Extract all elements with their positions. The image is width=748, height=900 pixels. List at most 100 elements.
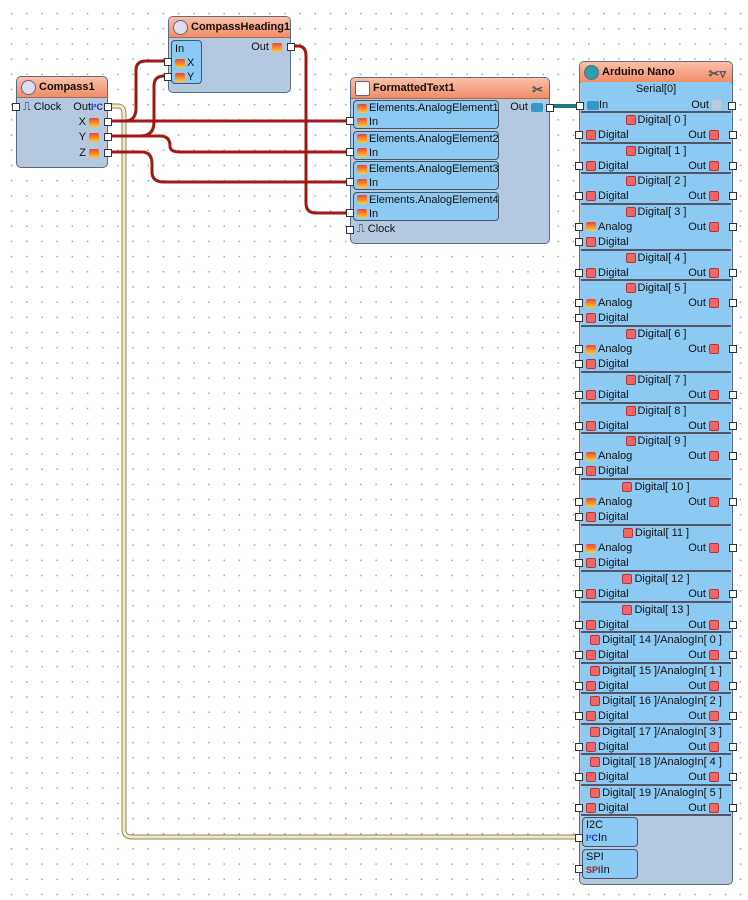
element-in-pin[interactable] <box>346 178 354 186</box>
digital-out-pin[interactable] <box>729 590 737 598</box>
digital-in-pin[interactable] <box>575 161 583 170</box>
heading-out-pin[interactable] <box>287 43 295 51</box>
digital-in-pin[interactable] <box>575 742 583 751</box>
digital-in-pin[interactable] <box>575 651 583 659</box>
digital-out-pin[interactable] <box>729 544 737 552</box>
heading-y-pin[interactable] <box>164 73 172 81</box>
digital-in-pin[interactable] <box>575 237 583 246</box>
digital-in-pin[interactable] <box>575 391 583 399</box>
digital-in-pin[interactable] <box>575 681 583 690</box>
serial-out-pin[interactable] <box>728 102 736 110</box>
digital-out-pin[interactable] <box>729 742 737 751</box>
out-label: Out <box>688 740 706 753</box>
arduino-icon <box>584 65 599 80</box>
digital-in-pin[interactable] <box>575 467 583 475</box>
pin-title-text: Digital[ 0 ] <box>637 114 687 126</box>
digital-out-pin[interactable] <box>729 803 737 812</box>
digital-in-pin[interactable] <box>575 773 583 781</box>
analog-icon <box>357 209 367 219</box>
serial-in-pin[interactable] <box>576 102 584 110</box>
wire-heading-formatted[interactable] <box>288 44 352 215</box>
analog-in-pin[interactable] <box>575 544 583 552</box>
compass-clock-pin[interactable] <box>12 103 20 111</box>
digital-label: Digital <box>598 358 629 370</box>
formatted-clock-pin[interactable] <box>346 226 354 234</box>
digital-pin-section: Digital[ 7 ]Out Digital <box>575 373 737 404</box>
digital-in-pin[interactable] <box>575 803 583 812</box>
element-in-pin[interactable] <box>346 117 354 125</box>
digital-icon <box>586 236 596 247</box>
wire-z-formatted[interactable] <box>106 150 352 184</box>
element-in-pin[interactable] <box>346 208 354 217</box>
digital-out-pin[interactable] <box>729 498 737 506</box>
out-label: Out <box>688 266 706 279</box>
formatted-header[interactable]: FormattedText1✂ <box>351 78 549 99</box>
out-row: Out <box>688 495 721 509</box>
digital-out-pin[interactable] <box>729 345 737 353</box>
digital-out-pin[interactable] <box>729 620 737 629</box>
digital-row: Digital <box>586 189 629 203</box>
out-row: Out <box>688 220 721 234</box>
digital-out-pin[interactable] <box>729 773 737 781</box>
compass-heading-component[interactable]: CompassHeading1 In X Y Out <box>164 16 295 93</box>
digital-out-pin[interactable] <box>729 299 737 307</box>
digital-in-pin[interactable] <box>575 712 583 720</box>
compass-z-pin[interactable] <box>104 149 112 157</box>
analog-in-pin[interactable] <box>575 498 583 506</box>
digital-in-pin[interactable] <box>575 131 583 139</box>
digital-out-pin[interactable] <box>729 452 737 460</box>
analog-in-pin[interactable] <box>575 222 583 231</box>
digital-out-pin[interactable] <box>729 712 737 720</box>
digital-pin-section: Digital[ 4 ]Out Digital <box>575 250 737 281</box>
digital-out-pin[interactable] <box>729 161 737 170</box>
digital-out-pin[interactable] <box>729 192 737 200</box>
arduino-nano-component[interactable]: Arduino Nano✂▿ Serial[0] In Out Digital[… <box>575 61 737 885</box>
arduino-header[interactable]: Arduino Nano✂▿ <box>580 62 732 83</box>
analog-in-pin[interactable] <box>575 299 583 307</box>
compass-x-pin[interactable] <box>104 118 112 126</box>
digital-in-pin[interactable] <box>575 268 583 277</box>
spi-in-pin[interactable] <box>575 865 583 873</box>
out-label: Out <box>688 190 706 202</box>
compass-component[interactable]: Compass1 ⎍ Clock OutI²C X Y Z <box>12 76 112 168</box>
heading-x-pin[interactable] <box>164 58 172 66</box>
digital-icon <box>709 772 719 783</box>
element-in-pin[interactable] <box>346 147 354 156</box>
digital-out-pin[interactable] <box>729 268 737 277</box>
i2c-in-pin[interactable] <box>575 834 583 842</box>
digital-in-pin[interactable] <box>575 192 583 200</box>
digital-in-pin[interactable] <box>575 421 583 430</box>
digital-out-pin[interactable] <box>729 391 737 399</box>
heading-header[interactable]: CompassHeading1 <box>169 17 290 38</box>
digital-in-pin[interactable] <box>575 513 583 521</box>
tools-icon[interactable]: ✂▿ <box>708 66 726 81</box>
digital-label: Digital <box>598 649 629 661</box>
digital-in-pin[interactable] <box>575 360 583 368</box>
digital-row: Digital <box>586 648 629 662</box>
wire-x-heading[interactable] <box>106 59 170 123</box>
digital-out-pin[interactable] <box>729 651 737 659</box>
compass-header[interactable]: Compass1 <box>17 77 107 98</box>
digital-in-pin[interactable] <box>575 620 583 629</box>
digital-in-pin[interactable] <box>575 314 583 322</box>
digital-in-pin[interactable] <box>575 559 583 567</box>
analog-in-pin[interactable] <box>575 452 583 460</box>
digital-in-pin[interactable] <box>575 590 583 598</box>
formatted-out-pin[interactable] <box>546 104 554 112</box>
tools-icon[interactable]: ✂ <box>532 82 543 97</box>
digital-out-pin[interactable] <box>729 421 737 430</box>
compass-y-pin[interactable] <box>104 133 112 141</box>
digital-out-pin[interactable] <box>729 222 737 231</box>
digital-row: Digital <box>586 357 629 371</box>
wire-y-formatted[interactable] <box>106 134 352 154</box>
digital-out-pin[interactable] <box>729 131 737 139</box>
digital-out-pin[interactable] <box>729 681 737 690</box>
digital-icon <box>625 405 636 416</box>
compass-out-pin[interactable] <box>104 103 112 111</box>
analog-in-pin[interactable] <box>575 345 583 353</box>
